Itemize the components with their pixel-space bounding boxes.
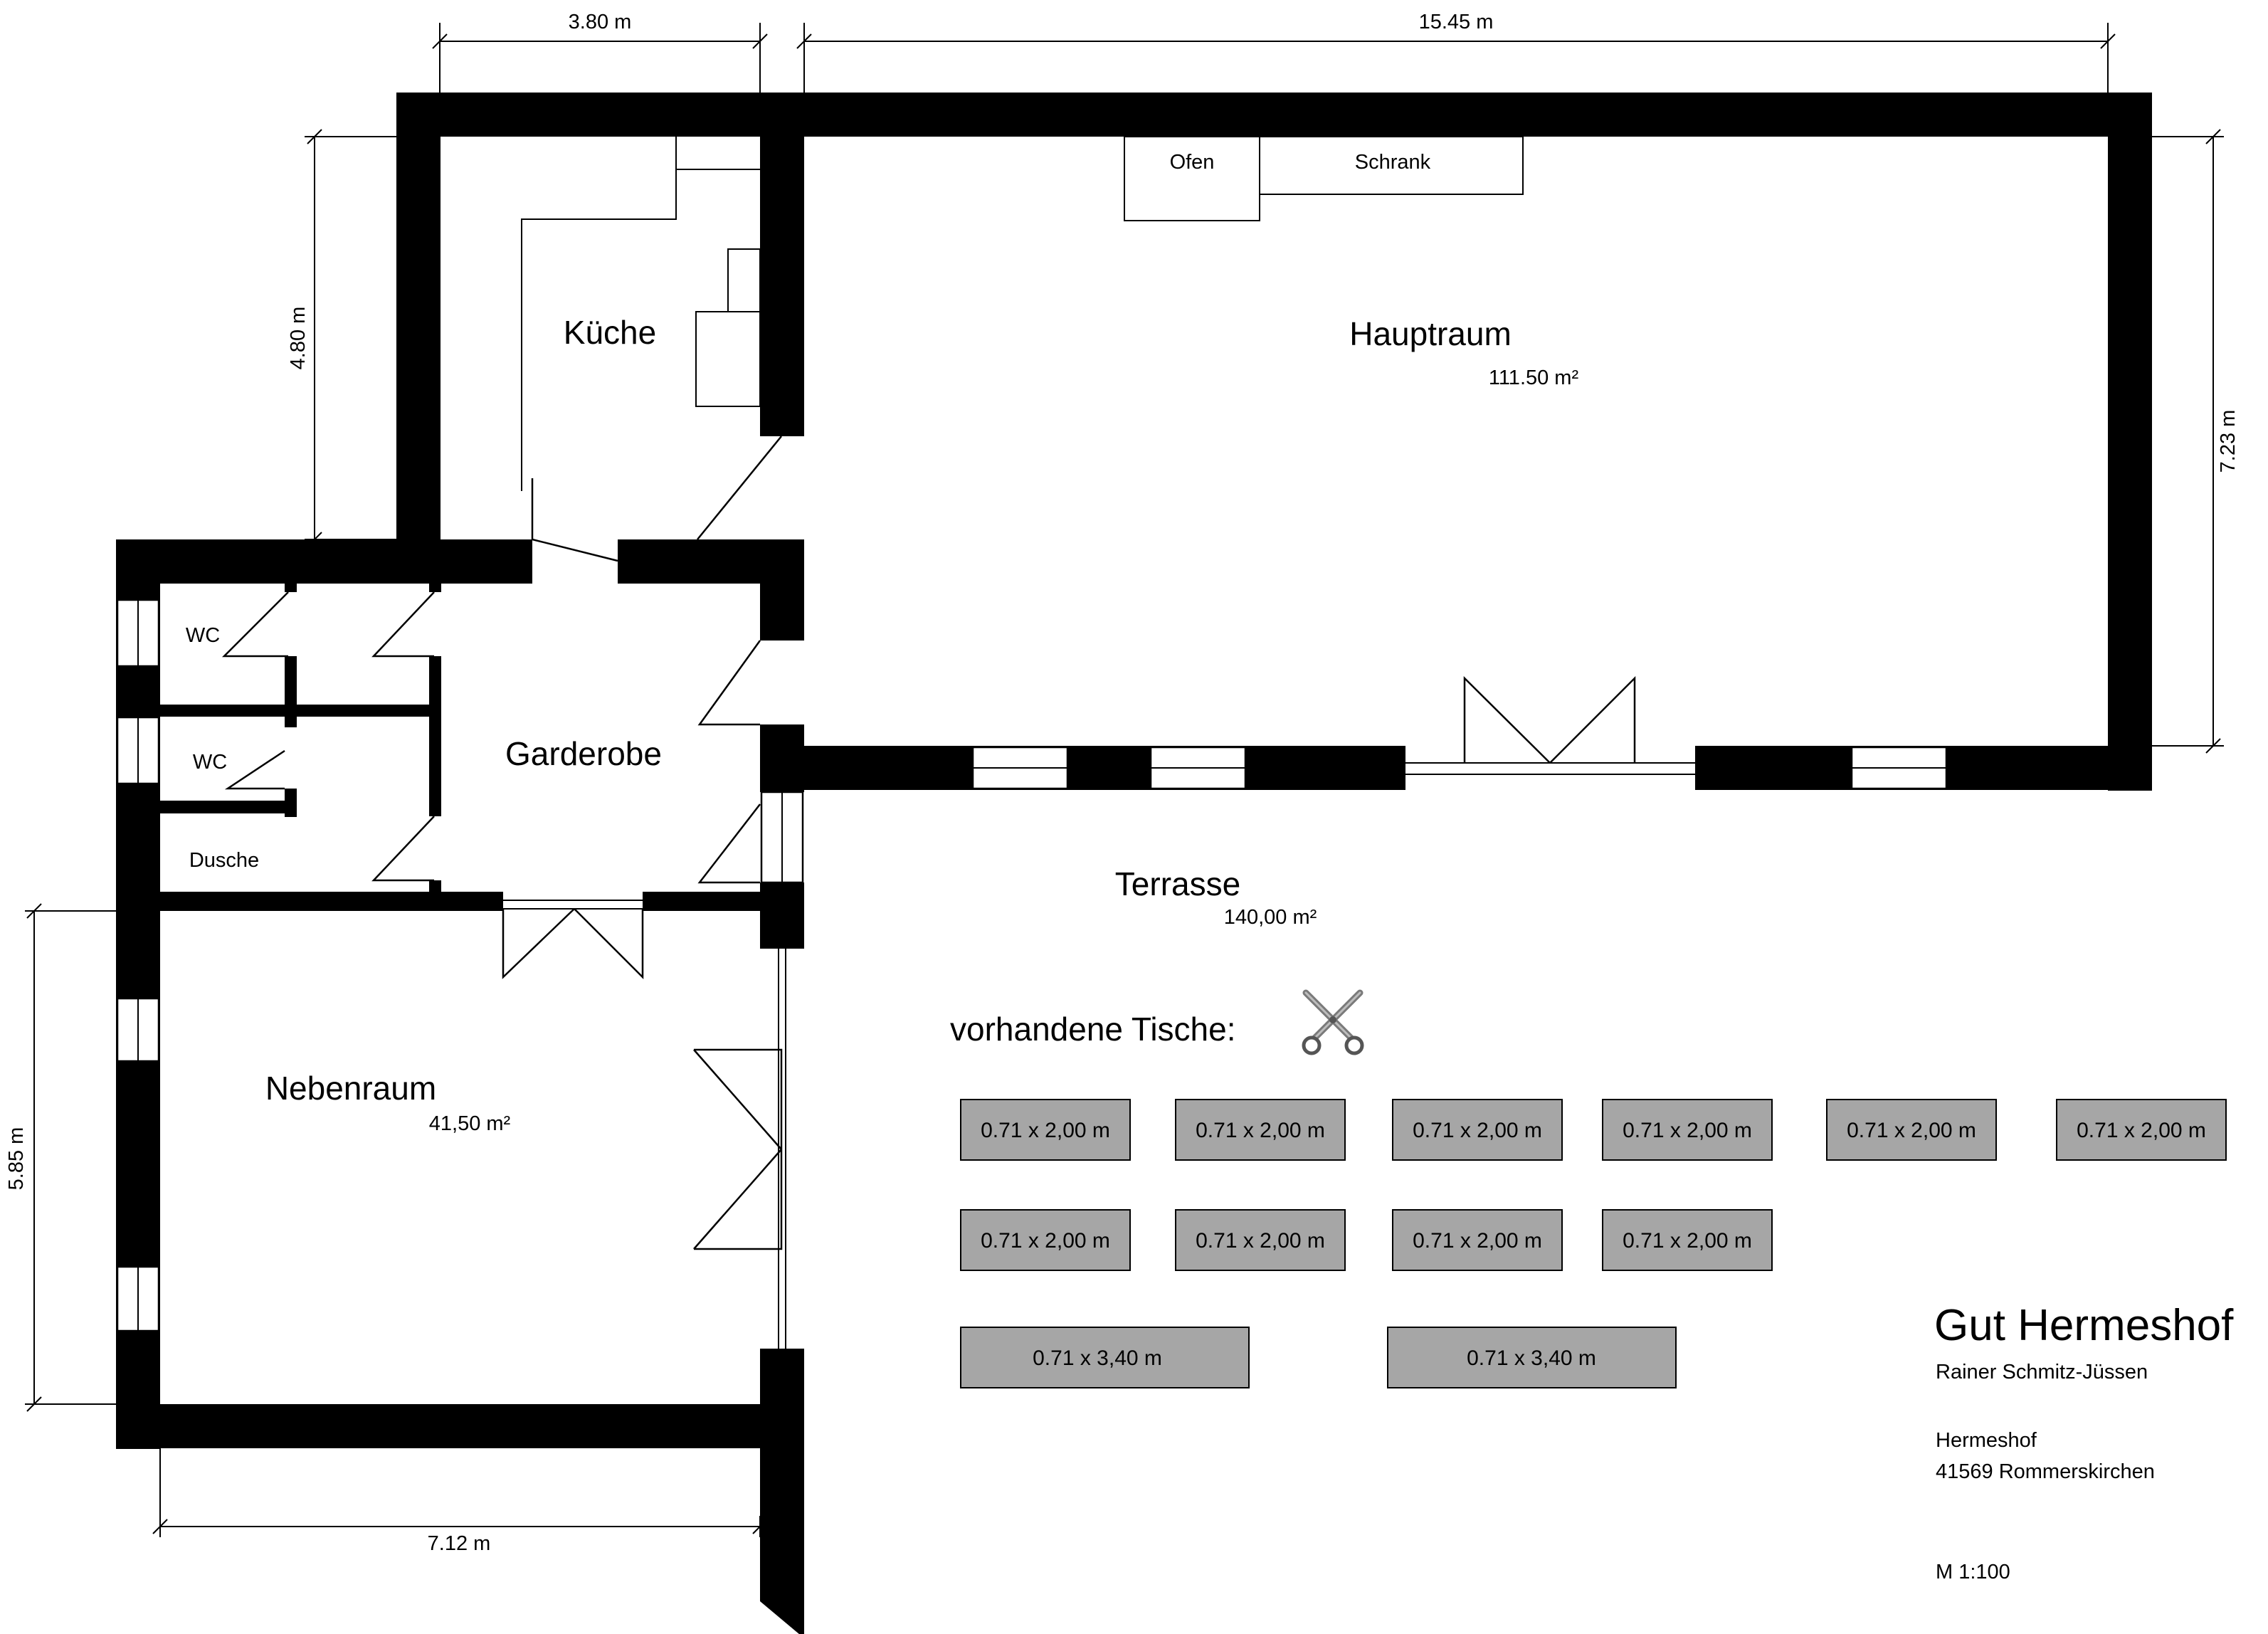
table-label: 0.71 x 2,00 m (1413, 1119, 1542, 1142)
door-garderobe-main-1 (697, 640, 761, 726)
door-wc-1 (221, 591, 289, 658)
wall-nebenraum-east (760, 1349, 804, 1634)
info-block: Gut Hermeshof Rainer Schmitz-Jüssen Herm… (1934, 1301, 2234, 1583)
wall-main-south-a (804, 746, 1405, 790)
door-nebenraum-left (502, 908, 575, 979)
door-kitchen-main (697, 436, 782, 540)
windows (116, 599, 1948, 1349)
door-garderobe-main-2 (697, 803, 761, 884)
wall-right (2108, 93, 2152, 791)
wall-upper-left (116, 539, 532, 584)
room-area-nebenraum: 41,50 m² (429, 1112, 511, 1135)
walls (116, 93, 2152, 1634)
table (960, 1327, 1250, 1388)
wall-garderobe-east-a (760, 539, 804, 641)
table-label: 0.71 x 2,00 m (1196, 1229, 1325, 1253)
kitchen-counter (521, 169, 760, 491)
tables-heading: vorhandene Tische: (950, 1011, 1236, 1048)
door-kitchen-entry (531, 478, 618, 562)
table-label: 0.71 x 3,40 m (1467, 1346, 1596, 1370)
room-labels: Küche Hauptraum 111.50 m² Garderobe WC W… (186, 314, 1579, 1135)
table (1392, 1099, 1563, 1161)
door-wc-2 (224, 749, 285, 790)
room-label-garderobe: Garderobe (505, 735, 662, 772)
table-label: 0.71 x 2,00 m (1847, 1119, 1976, 1142)
table (960, 1209, 1131, 1271)
room-label-terrasse: Terrasse (1115, 865, 1240, 902)
table (1602, 1099, 1773, 1161)
wall-wc-post-1 (285, 584, 297, 592)
oven-box (1124, 136, 1260, 221)
table (2056, 1099, 2227, 1161)
room-label-dusche: Dusche (189, 849, 259, 872)
room-label-kueche: Küche (564, 314, 656, 351)
info-owner: Rainer Schmitz-Jüssen (1936, 1361, 2148, 1383)
wall-kitchen-divider (760, 93, 804, 436)
cabinet-label: Schrank (1355, 151, 1431, 174)
table-label: 0.71 x 3,40 m (1033, 1346, 1162, 1370)
kitchen-appliance-large (695, 311, 761, 407)
wall-garderobe-west-top (429, 584, 441, 592)
dimensions: 3.80 m 15.45 m 4.80 m 7.23 m 5.85 m (5, 11, 2240, 1555)
table-label: 0.71 x 2,00 m (1623, 1119, 1752, 1142)
cabinet-box (1259, 136, 1524, 195)
fixtures: Ofen Schrank (521, 136, 1524, 491)
room-label-nebenraum: Nebenraum (265, 1070, 436, 1107)
room-area-hauptraum: 111.50 m² (1489, 367, 1579, 389)
room-label-hauptraum: Hauptraum (1349, 315, 1512, 352)
info-title: Gut Hermeshof (1934, 1301, 2234, 1350)
door-garderobe-wc (371, 591, 435, 658)
scissors-icon[interactable] (1302, 989, 1364, 1055)
info-street: Hermeshof (1936, 1429, 2037, 1452)
wall-wc-post-2 (285, 656, 297, 727)
wall-nebenraum-north-b (643, 892, 761, 911)
door-terrace-right (1549, 675, 1636, 764)
table-label: 0.71 x 2,00 m (2077, 1119, 2206, 1142)
wall-garderobe-west-foot (429, 880, 441, 893)
kitchen-appliance-small (727, 248, 761, 312)
table-label: 0.71 x 2,00 m (981, 1229, 1110, 1253)
wall-top (396, 93, 2152, 137)
table-label: 0.71 x 2,00 m (1413, 1229, 1542, 1253)
door-nebenraum-right (574, 908, 644, 980)
table (1826, 1099, 1997, 1161)
dim-main-depth: 7.23 m (2217, 410, 2240, 473)
dim-main-width: 15.45 m (1419, 11, 1494, 33)
table (1602, 1209, 1773, 1271)
info-scale: M 1:100 (1936, 1561, 2010, 1583)
door-nebenraum-east (694, 1048, 783, 1250)
table (1175, 1209, 1346, 1271)
table (1387, 1327, 1677, 1388)
dim-kitchen-depth: 4.80 m (287, 307, 310, 370)
wall-wc-partition (160, 705, 434, 717)
wall-kitchen-west (396, 93, 441, 584)
door-terrace-left (1463, 676, 1551, 764)
room-area-terrasse: 140,00 m² (1224, 906, 1317, 929)
table-label: 0.71 x 2,00 m (981, 1119, 1110, 1142)
table-label: 0.71 x 2,00 m (1623, 1229, 1752, 1253)
dim-side-depth: 5.85 m (5, 1127, 28, 1191)
dim-side-width: 7.12 m (428, 1532, 491, 1555)
wall-garderobe-east-b (760, 724, 804, 792)
room-label-wc-2: WC (193, 751, 227, 774)
wall-garderobe-east-c (760, 882, 804, 949)
wall-garderobe-west (429, 656, 441, 816)
door-garderobe-dusche (371, 816, 435, 882)
wall-nebenraum-north-a (160, 892, 503, 911)
wall-bottom (116, 1404, 804, 1448)
oven-label: Ofen (1170, 151, 1215, 174)
dim-kitchen-width: 3.80 m (569, 11, 632, 33)
table (1175, 1099, 1346, 1161)
info-city: 41569 Rommerskirchen (1936, 1460, 2155, 1483)
room-label-wc-1: WC (186, 624, 220, 647)
table (960, 1099, 1131, 1161)
table-label: 0.71 x 2,00 m (1196, 1119, 1325, 1142)
tables-section: vorhandene Tische: 0.71 x 2,00 m 0.71 x … (950, 989, 2227, 1388)
table (1392, 1209, 1563, 1271)
doors (221, 436, 1636, 1250)
wall-wc-base (160, 801, 297, 813)
